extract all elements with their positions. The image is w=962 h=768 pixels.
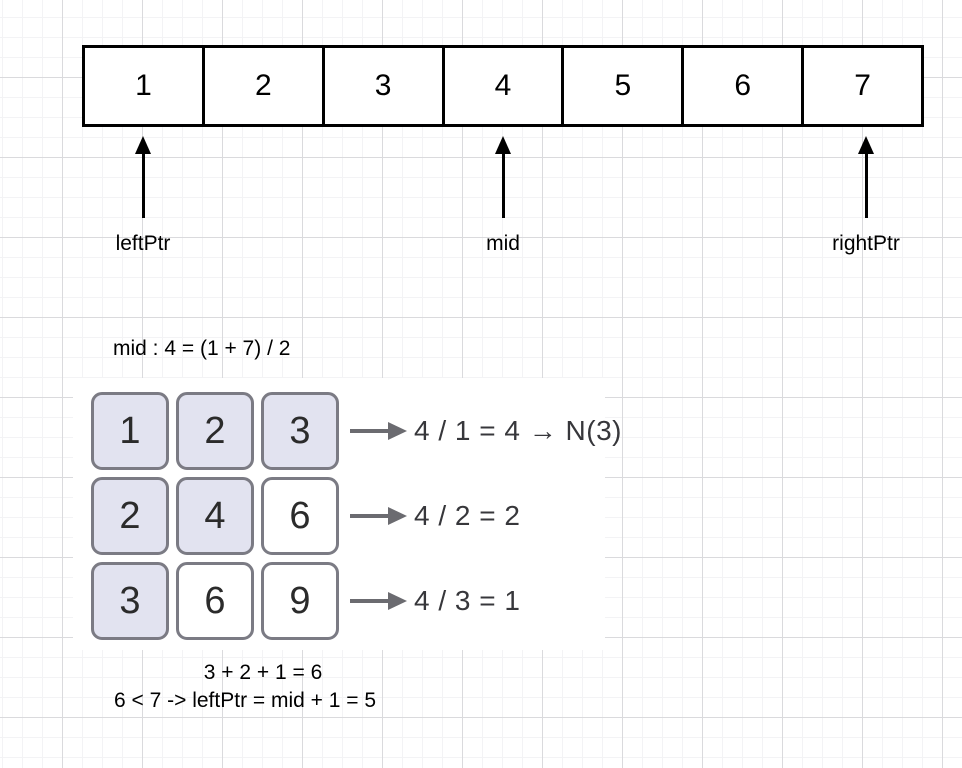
row-equation: 4 / 1 = 4 → N(3) (414, 415, 622, 446)
mid-formula-text: mid : 4 = (1 + 7) / 2 (113, 337, 291, 360)
up-arrow-icon (433, 136, 573, 218)
array-cell: 3 (325, 48, 445, 124)
up-arrow-icon (73, 136, 213, 218)
array-cell: 4 (445, 48, 565, 124)
table-row: 1 2 3 4 / 1 = 4 → N(3) (91, 392, 622, 470)
up-arrow-icon (796, 136, 936, 218)
pointer-mid[interactable]: mid (433, 136, 573, 256)
pointer-label: leftPtr (115, 232, 171, 255)
row-equation: 4 / 3 = 1 (414, 585, 521, 616)
table-row: 3 6 9 4 / 3 = 1 (91, 562, 520, 640)
array-cell: 2 (205, 48, 325, 124)
table-cell: 2 (91, 477, 169, 555)
right-arrow-icon (350, 592, 407, 610)
table-cell: 9 (261, 562, 339, 640)
table-cell: 6 (261, 477, 339, 555)
array-cell: 5 (564, 48, 685, 124)
table-cell: 2 (176, 392, 254, 470)
right-arrow-icon (350, 422, 407, 440)
pointer-left[interactable]: leftPtr (73, 136, 213, 256)
array-cell: 7 (854, 69, 871, 102)
sum-formula-text: 3 + 2 + 1 = 6 (203, 661, 323, 684)
table-cell: 3 (261, 392, 339, 470)
table-row: 2 4 6 4 / 2 = 2 (91, 477, 520, 555)
conclusion-formula-text: 6 < 7 -> leftPtr = mid + 1 = 5 (114, 689, 377, 712)
pointer-label: rightPtr (832, 232, 900, 255)
pointer-label: mid (486, 232, 520, 255)
pointer-right[interactable]: rightPtr (796, 136, 936, 256)
multiplication-table-panel[interactable]: 1 2 3 4 / 1 = 4 → N(3) 2 4 6 4 / 2 = 2 3… (73, 378, 621, 650)
array-cell: 1 (85, 48, 205, 124)
table-cell: 4 (176, 477, 254, 555)
array-shape[interactable]: 1 2 3 4 5 6 7 (82, 45, 924, 127)
row-equation: 4 / 2 = 2 (414, 500, 521, 531)
table-cell: 1 (91, 392, 169, 470)
array-cell: 6 (684, 48, 805, 124)
table-cell: 6 (176, 562, 254, 640)
right-arrow-icon (350, 507, 407, 525)
table-cell: 3 (91, 562, 169, 640)
